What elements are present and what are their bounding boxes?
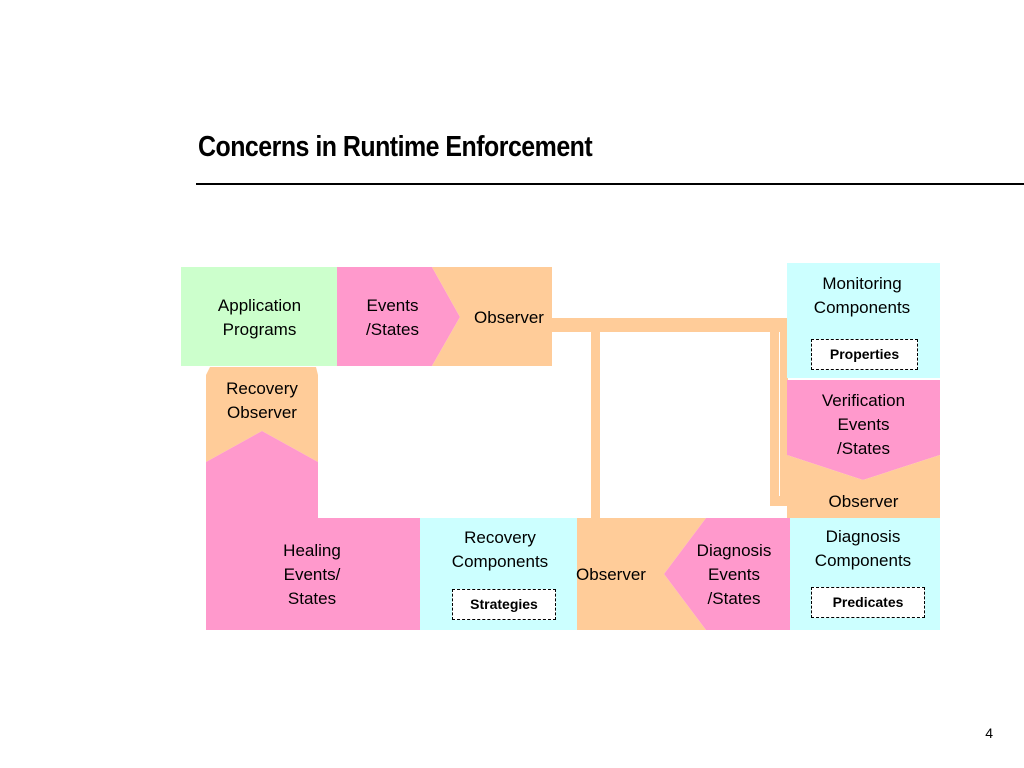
top-observer-box xyxy=(432,267,552,366)
title-divider xyxy=(196,183,1024,185)
verification-events-arrow xyxy=(787,380,940,480)
diagnosis-events-arrow xyxy=(664,518,790,630)
application-programs-label: Application Programs xyxy=(217,296,302,339)
verification-events-label: Verification Events /States xyxy=(821,391,906,458)
right-observer-box xyxy=(787,455,940,518)
right-observer-label: Observer xyxy=(828,492,899,511)
monitoring-components-label: Monitoring Components xyxy=(813,274,911,317)
connector-right-tail xyxy=(770,496,788,506)
top-events-states-label: Events /States xyxy=(366,296,419,339)
recovery-components-label: Recovery Components xyxy=(451,528,549,571)
bottom-observer-box xyxy=(577,518,706,630)
properties-tag: Properties xyxy=(811,339,918,370)
diagnosis-components-label: Diagnosis Components xyxy=(814,527,912,570)
connector-right-inner xyxy=(780,332,788,500)
bottom-observer-label: Observer xyxy=(576,565,646,584)
healing-arrow xyxy=(206,431,420,630)
top-events-arrow xyxy=(337,267,460,366)
strategies-tag: Strategies xyxy=(452,589,556,620)
recovery-observer-label: Recovery Observer xyxy=(226,379,298,422)
connector-vertical-right xyxy=(770,318,779,506)
predicates-tag: Predicates xyxy=(811,587,925,618)
top-observer-label: Observer xyxy=(474,308,544,327)
healing-label: Healing Events/ States xyxy=(283,541,341,608)
recovery-observer-box xyxy=(206,367,318,462)
application-programs-box xyxy=(181,267,338,366)
connector-vertical-left xyxy=(591,318,600,518)
page-title: Concerns in Runtime Enforcement xyxy=(198,131,593,163)
diagnosis-events-label: Diagnosis Events /States xyxy=(696,541,772,608)
page-number: 4 xyxy=(985,725,993,741)
connector-horizontal xyxy=(550,318,790,332)
